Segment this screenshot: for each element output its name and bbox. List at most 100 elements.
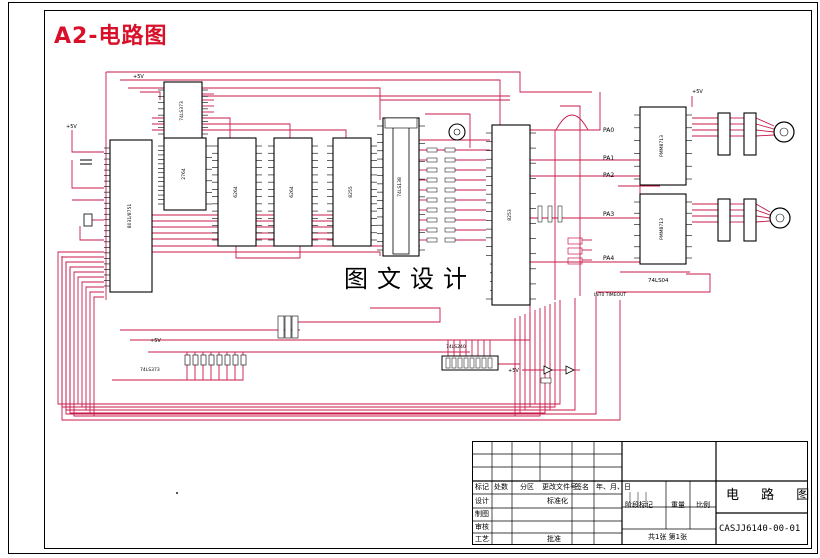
motor-rotor bbox=[779, 127, 789, 137]
wire-arc bbox=[555, 114, 589, 131]
segment bbox=[463, 357, 469, 369]
chip-counter bbox=[491, 124, 531, 306]
resistor bbox=[426, 207, 438, 213]
net-label-vcc: +5V bbox=[150, 338, 161, 344]
chip-label-latch-bottom: 74LS373 bbox=[140, 367, 160, 373]
wire bbox=[120, 79, 501, 126]
power-driver bbox=[717, 198, 731, 242]
resistor bbox=[232, 354, 239, 366]
chip-ram1 bbox=[217, 137, 257, 247]
wire bbox=[77, 276, 536, 405]
chip-label-mcu: 8031/8751 bbox=[127, 204, 133, 229]
switch bbox=[567, 237, 583, 245]
wire bbox=[61, 256, 621, 421]
crystal bbox=[83, 213, 93, 227]
wire bbox=[140, 91, 161, 100]
resistor bbox=[444, 217, 456, 223]
wire bbox=[112, 365, 236, 381]
segment bbox=[451, 357, 457, 369]
chip-ram2 bbox=[273, 137, 313, 247]
resistor bbox=[208, 354, 215, 366]
wire bbox=[755, 129, 775, 133]
chip-latch bbox=[163, 81, 203, 141]
segment bbox=[457, 357, 463, 369]
tb-h4: 更改文件号 bbox=[542, 483, 577, 491]
switch bbox=[567, 257, 583, 265]
drawing-code: CASJJ6140-00-01 bbox=[719, 524, 801, 534]
resistor bbox=[444, 147, 456, 153]
resistor bbox=[426, 237, 438, 243]
resistor bbox=[426, 187, 438, 193]
diode bbox=[565, 365, 575, 375]
power-driver bbox=[743, 198, 757, 242]
chip-label-ram2: 6264 bbox=[289, 186, 295, 198]
segment bbox=[475, 357, 481, 369]
tb-stage: 阶段标记 bbox=[625, 501, 653, 509]
drawing-border bbox=[44, 10, 812, 549]
connector-pin bbox=[284, 315, 292, 339]
resistor bbox=[540, 377, 552, 384]
tb-check: 审核 bbox=[475, 523, 489, 531]
tb-h6: 年、月、日 bbox=[596, 483, 631, 491]
wire bbox=[448, 305, 531, 341]
wire bbox=[71, 130, 104, 153]
wire bbox=[112, 365, 212, 381]
resistor bbox=[240, 354, 247, 366]
wire bbox=[755, 134, 775, 137]
segment bbox=[469, 357, 475, 369]
tb-standard: 标准化 bbox=[547, 497, 568, 505]
chip-label-decoder: 74LS138 bbox=[397, 177, 403, 197]
wire bbox=[755, 209, 771, 216]
tb-scale: 比例 bbox=[696, 501, 710, 509]
chip-label-stepper2: PMM8713 bbox=[659, 218, 665, 240]
chip-label-counter: 8253 bbox=[507, 209, 513, 221]
buzzer-core bbox=[453, 128, 461, 136]
wire bbox=[79, 226, 104, 241]
decoder-header bbox=[384, 117, 418, 129]
wire bbox=[596, 273, 711, 293]
resistor bbox=[426, 157, 438, 163]
tb-draw: 制图 bbox=[475, 510, 489, 518]
wire bbox=[89, 291, 521, 414]
net-label-vcc: +5V bbox=[66, 124, 77, 130]
chip-label-ram1: 6264 bbox=[233, 186, 239, 198]
chip-label-inverter: 74LS04 bbox=[648, 278, 669, 284]
resistor bbox=[444, 187, 456, 193]
power-driver bbox=[717, 112, 731, 156]
chip-mcu bbox=[109, 139, 153, 293]
chip-label-stepper1: PMM8713 bbox=[659, 135, 665, 157]
wire bbox=[69, 268, 576, 411]
tb-process: 工艺 bbox=[475, 535, 489, 543]
chip-eprom bbox=[163, 137, 207, 211]
stray-dot bbox=[176, 492, 178, 494]
outer-frame bbox=[8, 2, 818, 554]
chip-label-ppi: 8255 bbox=[348, 186, 354, 198]
wire bbox=[530, 92, 601, 131]
segment bbox=[481, 357, 487, 369]
net-label-pa4: PA4 bbox=[603, 255, 614, 262]
resistor bbox=[200, 354, 207, 366]
tb-h5: 签名 bbox=[575, 483, 589, 491]
segment bbox=[445, 357, 451, 369]
resistor bbox=[426, 217, 438, 223]
net-label-pa2: PA2 bbox=[603, 172, 614, 179]
drawing-name: 电 路 图 bbox=[726, 488, 819, 503]
net-label-pa0: PA0 bbox=[603, 127, 614, 134]
wire bbox=[296, 307, 441, 323]
components bbox=[80, 81, 795, 384]
connector-pin bbox=[277, 315, 285, 339]
sheet-title: A2-电路图 bbox=[54, 24, 168, 49]
net-label-int: INT0 TIMEOUT bbox=[594, 292, 626, 298]
wire bbox=[560, 105, 581, 296]
tb-weight: 重量 bbox=[671, 501, 685, 509]
wire bbox=[112, 365, 228, 381]
resistor bbox=[426, 197, 438, 203]
power-driver bbox=[743, 112, 757, 156]
wire bbox=[93, 296, 516, 417]
resistor bbox=[426, 177, 438, 183]
chip-label-latch: 74LS373 bbox=[179, 101, 185, 121]
net-label-vcc: +5V bbox=[133, 74, 144, 80]
resistor bbox=[537, 205, 543, 223]
segment bbox=[487, 357, 493, 369]
resistor bbox=[547, 205, 553, 223]
